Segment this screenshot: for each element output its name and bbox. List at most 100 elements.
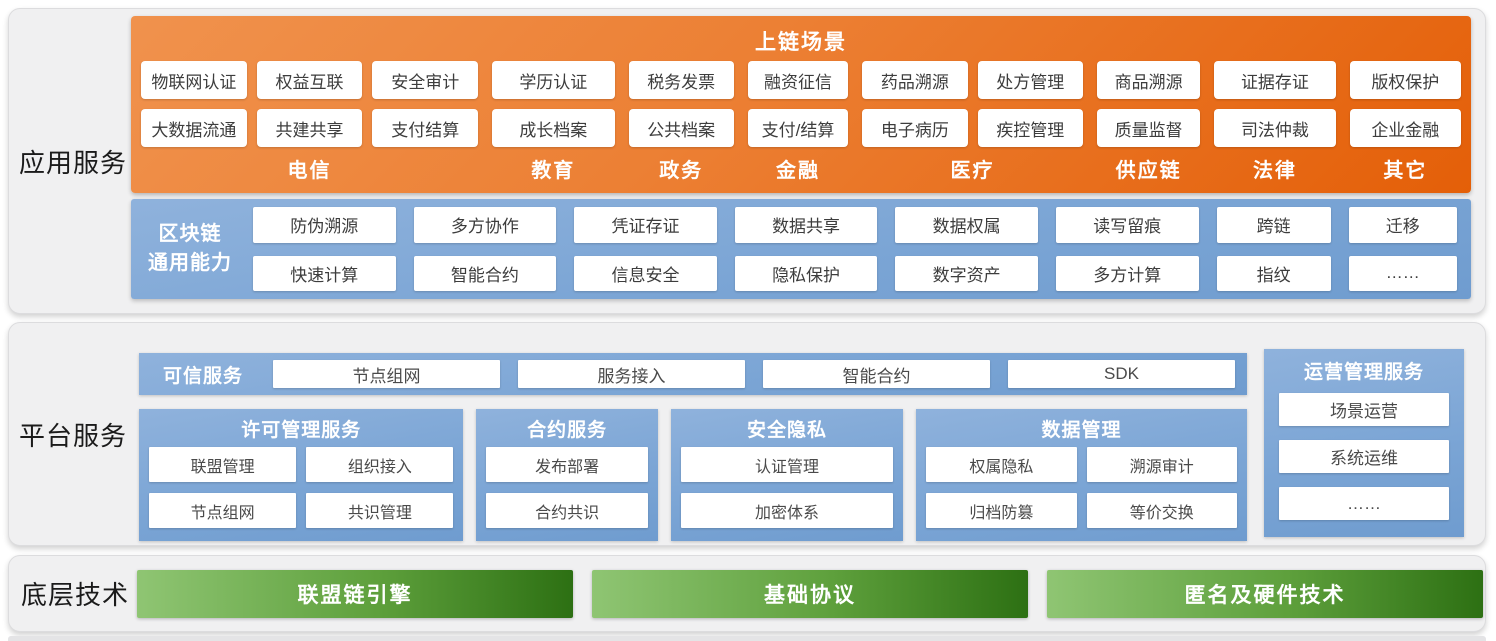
tile-security-privacy: 安全隐私 认证管理 加密体系: [670, 409, 904, 541]
scenario-box: 商品溯源: [1096, 61, 1201, 99]
tech-bar-consortium-engine: 联盟链引擎: [137, 570, 573, 618]
scenario-box: 成长档案: [492, 109, 615, 147]
platform-services-label: 平台服务: [18, 420, 127, 451]
group-education-label: 教育: [531, 159, 576, 182]
service-box: 组织接入: [306, 447, 454, 482]
group-other: 版权保护 企业金融 其它: [1349, 61, 1461, 193]
base-technology-label: 底层技术: [20, 580, 129, 610]
tile-contract-title: 合约服务: [527, 419, 608, 441]
group-other-label: 其它: [1383, 159, 1428, 182]
service-box: 认证管理: [680, 447, 894, 482]
platform-tiles-row: 许可管理服务 联盟管理 组织接入 节点组网 共识管理 合约服务 发布部署 合约共…: [139, 409, 1247, 541]
group-supply-chain: 商品溯源 质量监督 供应链: [1096, 61, 1201, 193]
scenario-box: 融资征信: [747, 61, 849, 99]
application-services-label: 应用服务: [18, 147, 127, 178]
onchain-groups-row: 物联网认证 权益互联 安全审计 大数据流通 共建共享 支付结算 电信 学历认证 …: [141, 61, 1461, 193]
capability-box: 多方协作: [413, 207, 557, 243]
onchain-scenarios-title: 上链场景: [755, 31, 847, 54]
trusted-services-title: 可信服务: [162, 365, 243, 387]
scenario-box: 税务发票: [628, 61, 734, 99]
scenario-box: 版权保护: [1349, 61, 1461, 99]
capability-box: 指纹: [1216, 255, 1331, 291]
scenario-box: 权益互联: [256, 61, 363, 99]
tile-security-title: 安全隐私: [746, 419, 827, 441]
scenario-box: 安全审计: [372, 61, 479, 99]
ops-service-box-more: ……: [1279, 487, 1449, 520]
capability-box: 凭证存证: [574, 207, 717, 243]
trusted-service-box: 节点组网: [273, 360, 500, 388]
scenario-box: 学历认证: [492, 61, 615, 99]
scenario-box: 处方管理: [977, 61, 1083, 99]
service-box: 加密体系: [680, 493, 894, 528]
group-medical: 药品溯源 处方管理 电子病历 疾控管理 医疗: [862, 61, 1083, 193]
base-technology-panel: 底层技术 联盟链引擎 基础协议 匿名及硬件技术: [8, 555, 1486, 632]
tile-data-management: 数据管理 权属隐私 溯源审计 归档防篡 等价交换: [916, 409, 1247, 541]
capability-box: 跨链: [1216, 207, 1331, 243]
service-box: 溯源审计: [1086, 447, 1237, 482]
scenario-box: 支付/结算: [747, 109, 849, 147]
tile-operations-title: 运营管理服务: [1303, 361, 1424, 383]
scenario-box: 疾控管理: [977, 109, 1083, 147]
tile-permission-title: 许可管理服务: [241, 419, 362, 441]
group-finance: 融资征信 支付/结算 金融: [747, 61, 849, 193]
scenario-box: 支付结算: [372, 109, 479, 147]
tile-data-title: 数据管理: [1041, 419, 1122, 441]
scenario-box: 大数据流通: [141, 109, 247, 147]
capability-box: 数据共享: [734, 207, 878, 243]
group-supply-chain-label: 供应链: [1115, 159, 1182, 182]
platform-services-panel: 平台服务 可信服务 节点组网 服务接入 智能合约 SDK 许可管理服务 联盟管理…: [8, 322, 1486, 546]
service-box: 权属隐私: [926, 447, 1077, 482]
group-telecom: 物联网认证 权益互联 安全审计 大数据流通 共建共享 支付结算 电信: [141, 61, 479, 193]
base-technology-bars: 联盟链引擎 基础协议 匿名及硬件技术: [137, 570, 1483, 618]
capability-box: 读写留痕: [1055, 207, 1199, 243]
service-box: 共识管理: [306, 493, 454, 528]
tech-bar-anonymous-hardware: 匿名及硬件技术: [1047, 570, 1483, 618]
service-box: 节点组网: [149, 493, 297, 528]
group-education: 学历认证 成长档案 教育: [492, 61, 615, 193]
capability-box: 防伪溯源: [253, 207, 396, 243]
trusted-service-box: SDK: [1008, 360, 1235, 388]
scenario-box: 司法仲裁: [1214, 109, 1336, 147]
service-box: 等价交换: [1086, 493, 1237, 528]
scenario-box: 企业金融: [1349, 109, 1461, 147]
service-box: 归档防篡: [926, 493, 1077, 528]
group-government: 税务发票 公共档案 政务: [628, 61, 734, 193]
service-box: 发布部署: [486, 447, 648, 482]
group-legal: 证据存证 司法仲裁 法律: [1214, 61, 1336, 193]
tile-permission-management: 许可管理服务 联盟管理 组织接入 节点组网 共识管理: [139, 409, 464, 541]
group-telecom-row2: 大数据流通 共建共享 支付结算: [141, 109, 479, 147]
capability-box: 信息安全: [574, 255, 717, 291]
scenario-box: 共建共享: [256, 109, 363, 147]
blockchain-capabilities-bar: 区块链 通用能力 防伪溯源 多方协作 凭证存证 数据共享 数据权属 读写留痕 跨…: [131, 199, 1471, 299]
capability-box: 迁移: [1348, 207, 1457, 243]
scenario-box: 质量监督: [1096, 109, 1201, 147]
capability-box-more: ……: [1348, 255, 1457, 291]
blockchain-capabilities-label: 区块链 通用能力: [148, 223, 232, 274]
service-box: 合约共识: [486, 493, 648, 528]
blockchain-capabilities-grid: 防伪溯源 多方协作 凭证存证 数据共享 数据权属 读写留痕 跨链 迁移 快速计算…: [249, 199, 1471, 299]
scenario-box: 公共档案: [628, 109, 734, 147]
ops-service-box: 场景运营: [1279, 393, 1449, 426]
scenario-box: 药品溯源: [862, 61, 968, 99]
capability-box: 快速计算: [253, 255, 396, 291]
capability-box: 数字资产: [895, 255, 1038, 291]
group-finance-label: 金融: [776, 159, 821, 182]
service-box: 联盟管理: [149, 447, 297, 482]
ops-service-box: 系统运维: [1279, 440, 1449, 473]
tech-bar-basic-protocol: 基础协议: [592, 570, 1028, 618]
scenario-box: 电子病历: [862, 109, 968, 147]
application-services-panel: 应用服务 上链场景 物联网认证 权益互联 安全审计 大数据流通 共建共享 支付结…: [8, 8, 1486, 314]
group-telecom-label: 电信: [287, 159, 332, 182]
capability-box: 隐私保护: [734, 255, 878, 291]
cropped-panel-edge: [8, 636, 1486, 641]
tile-contract-services: 合约服务 发布部署 合约共识: [476, 409, 658, 541]
group-government-label: 政务: [659, 159, 704, 182]
trusted-service-box: 智能合约: [763, 360, 990, 388]
tile-operations-management: 运营管理服务 场景运营 系统运维 ……: [1264, 349, 1464, 537]
capability-box: 多方计算: [1055, 255, 1199, 291]
capability-box: 智能合约: [413, 255, 557, 291]
group-medical-label: 医疗: [950, 159, 995, 182]
group-telecom-row1: 物联网认证 权益互联 安全审计: [141, 61, 479, 99]
scenario-box: 物联网认证: [141, 61, 247, 99]
capability-box: 数据权属: [895, 207, 1038, 243]
